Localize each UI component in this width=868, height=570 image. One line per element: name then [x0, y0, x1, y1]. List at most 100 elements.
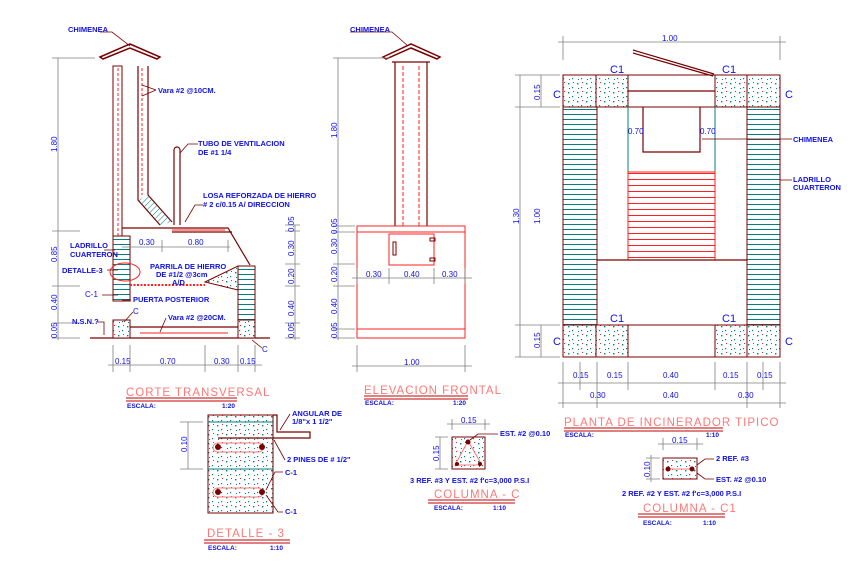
right-dim-2: 0.30: [287, 240, 296, 256]
bottom-dim-7: 0.40: [663, 391, 679, 400]
chimenea-label: CHIMENEA: [350, 25, 391, 34]
puerta-label: PUERTA POSTERIOR: [133, 295, 210, 304]
angular-label-1: ANGULAR DE: [292, 409, 342, 418]
dim-w: 0.15: [461, 416, 477, 425]
c1-top-right: C1: [722, 64, 736, 76]
left-dim-4: 0.40: [330, 298, 339, 314]
brick-wall-left: [112, 235, 131, 302]
chimenea-label: CHIMENEA: [68, 25, 109, 34]
bottom-dim-4: 0.15: [240, 357, 256, 366]
detalle-3-label: DETALLE-3: [62, 266, 103, 275]
brick-wall-right: [746, 106, 781, 326]
mid-dim-2: 0.40: [404, 270, 420, 279]
est-label: EST. #2 @0.10: [716, 475, 766, 484]
brick-wall-left: [562, 106, 598, 326]
parrila-label-2: DE #1/2 @3cm: [156, 270, 208, 279]
sloped-concrete: [203, 265, 239, 291]
column-c-right: [237, 319, 256, 339]
dim-080: 0.80: [188, 238, 204, 247]
elevacion-escala: 1:20: [453, 400, 466, 407]
left-dim-2: 0.30: [330, 238, 339, 254]
c-right-label: C: [262, 345, 268, 354]
columna-c-section: 0.15 0.15 EST. #2 @0.10 3 REF. #3 Y EST.…: [410, 416, 550, 512]
detalle-escala: 1:10: [270, 545, 283, 552]
planta-section: C1 C1 C C C1 C1 C C 1.00 0.15 1.30 1.00 …: [512, 34, 841, 439]
dim-w: 0.15: [672, 436, 688, 445]
planta-escala-label: ESCALA:: [565, 432, 594, 439]
planta-title: PLANTA DE INCINERADOR TIPICO: [564, 417, 779, 429]
spec-label: 3 REF. #3 Y EST. #2 f'c=3,000 P.S.I: [410, 476, 529, 485]
mid-dim-3: 0.30: [442, 270, 458, 279]
left-dim-1: 0.05: [330, 218, 339, 234]
right-dim-5: 0.05: [287, 322, 296, 338]
front-door: [388, 233, 435, 266]
c-top-right: C: [785, 89, 793, 101]
corte-escala: 1:20: [222, 403, 235, 410]
incinerator-body: [356, 225, 466, 339]
bottom-dim-8: 0.30: [738, 391, 754, 400]
dim-top: 0.15: [533, 84, 542, 100]
bottom-dim-3: 0.30: [214, 357, 230, 366]
brick-wall-right: [237, 265, 256, 324]
bottom-dim-6: 0.30: [590, 391, 606, 400]
vara-bottom-label: Vara #2 @20CM.: [168, 313, 226, 322]
bottom-dim-5: 0.15: [757, 371, 773, 380]
dim-h: 0.15: [432, 445, 441, 461]
c1-label: C-1: [85, 290, 98, 299]
height-dim: 1.80: [50, 136, 59, 152]
parrila-label-3: A/D: [172, 278, 186, 287]
chimenea-label: CHIMENEA: [793, 135, 834, 144]
chimney-cap: [98, 43, 162, 60]
detalle-3-callout: [109, 262, 141, 282]
right-dim-3: 0.20: [287, 268, 296, 284]
angular-label-2: 1/8"x 1 1/2": [292, 417, 333, 426]
c1-label-1: C-1: [285, 468, 297, 477]
bottom-dim-2: 0.70: [160, 357, 176, 366]
c-top-left: C: [553, 89, 561, 101]
chimney-plan: [642, 107, 701, 153]
pines-label: 2 PINES DE # 1/2": [287, 455, 351, 464]
dim-mid: 1.00: [533, 208, 542, 224]
bottom-dim-4: 0.15: [723, 371, 739, 380]
right-dim-1: 0.05: [287, 216, 296, 232]
height-dim: 1.80: [330, 122, 339, 138]
c1-bottom-right: C1: [722, 313, 736, 325]
c1-bottom-left: C1: [610, 313, 624, 325]
columna-c1-escala-label: ESCALA:: [643, 520, 672, 527]
inner-dim-1: 0.70: [628, 127, 644, 136]
elevacion-frontal-section: CHIMENEA 1.80 0.05 0.30 0.20 0.40 0.05 0…: [330, 25, 501, 407]
columna-c-escala-label: ESCALA:: [434, 505, 463, 512]
inner-dim-2: 0.70: [700, 127, 716, 136]
losa-label-2: # 2 c/0.15 A/ DIRECCION: [203, 200, 290, 209]
dim: 0.10: [180, 436, 189, 452]
width-dim: 1.00: [404, 358, 420, 367]
elevacion-escala-label: ESCALA:: [365, 400, 394, 407]
c-left-label: C: [133, 307, 139, 316]
corte-transversal-section: CHIMENEA Vara #2 @10CM. 1.80 TUBO DE VEN…: [50, 25, 316, 410]
columna-c-escala: 1:10: [493, 505, 506, 512]
column-c-left: [112, 319, 131, 339]
detalle-title: DETALLE - 3: [207, 528, 285, 540]
tubo-label-1: TUBO DE VENTILACION: [198, 139, 285, 148]
corte-escala-label: ESCALA:: [127, 403, 156, 410]
width-dim: 1.00: [662, 34, 678, 43]
right-dim-4: 0.40: [287, 300, 296, 316]
left-dim-3: 0.05: [50, 322, 59, 338]
ladrillo-label-2: CUARTERON: [793, 183, 841, 192]
left-dim-5: 0.05: [330, 322, 339, 338]
spec-label: 2 REF. #2 Y EST. #2 f'c=3,000 P.S.I: [622, 489, 741, 498]
detalle-3-section: 0.10 ANGULAR DE 1/8"x 1 1/2" 2 PINES DE …: [180, 409, 351, 552]
est-label: EST. #2 @0.10: [500, 429, 550, 438]
nsn-label: N.S.N.?: [72, 317, 99, 326]
slab: [122, 227, 251, 266]
ventilation-tube: [173, 146, 181, 225]
left-dim-2: 0.40: [50, 294, 59, 310]
columna-c1-title: COLUMNA - C1: [643, 503, 737, 515]
corte-title: CORTE TRANSVERSAL: [126, 387, 270, 399]
c-bottom-left: C: [553, 336, 561, 348]
bottom-dim-1: 0.15: [573, 371, 589, 380]
c1-top-left: C1: [610, 64, 624, 76]
dim-h: 0.10: [643, 461, 652, 477]
left-dim-1: 0.85: [50, 246, 59, 262]
